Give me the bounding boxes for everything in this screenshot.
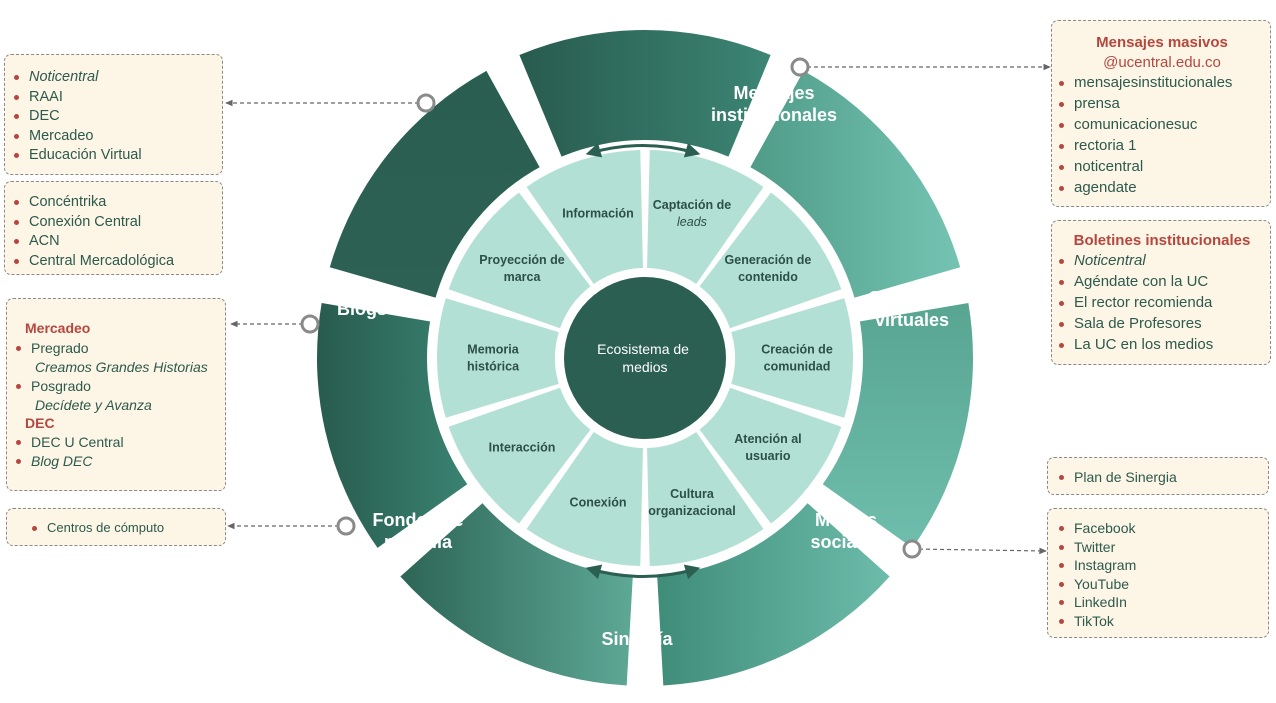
list-item: LinkedIn — [1054, 595, 1268, 609]
inner-segment-informacion — [526, 150, 643, 285]
list-item: agendate — [1054, 180, 1270, 195]
sinergia-box: Plan de Sinergia — [1047, 457, 1269, 495]
outer-segment-portal-web — [519, 29, 771, 161]
dec-title: DEC — [25, 415, 55, 431]
outer-segment-blogs — [329, 70, 542, 299]
inner-segment-interaccion — [448, 387, 591, 524]
center-label: Ecosistema de medios — [597, 341, 693, 375]
center-circle — [564, 277, 726, 439]
outer-ring: PortalwebMensajesinstitucionalesCarteler… — [317, 29, 973, 686]
connector-dots — [300, 57, 922, 559]
list-item: noticentral — [1054, 159, 1270, 174]
list-item: Blog DEC — [11, 454, 225, 468]
list-item: Centros de cómputo — [27, 521, 225, 534]
list-item: Facebook — [1054, 521, 1268, 535]
social-dot — [902, 539, 922, 559]
list-item: Noticentral — [1054, 253, 1270, 268]
list-item: ACN — [9, 234, 222, 249]
blogs-box: Mercadeo Pregrado Creamos Grandes Histor… — [6, 298, 226, 491]
list-item: comunicacionesuc — [1054, 117, 1270, 132]
blog-name: Decídete y Avanza — [35, 397, 152, 413]
inner-label-conexion: Conexión — [570, 496, 627, 510]
list-item: mensajesinstitucionales — [1054, 75, 1270, 90]
outer-segment-mensajes-institucionales — [748, 70, 961, 299]
inner-segment-atencion-al-usuario — [699, 387, 842, 524]
fondos-box: Centros de cómputo — [6, 508, 226, 546]
outer-label-sintopia: Sintopía — [602, 629, 674, 649]
list-item: DEC — [9, 109, 222, 124]
list-item: rectoria 1 — [1054, 138, 1270, 153]
list-item: Plan de Sinergia — [1054, 470, 1268, 484]
social-box: Facebook Twitter Instagram YouTube Linke… — [1047, 508, 1269, 638]
outer-segment-sintopia — [400, 500, 634, 686]
list-item: DEC U Central — [11, 435, 225, 449]
list-item: Twitter — [1054, 540, 1268, 554]
list-item: TikTok — [1054, 614, 1268, 628]
inner-segment-proyeccion-de-marca — [448, 192, 591, 329]
list-item: Mercadeo — [9, 128, 222, 144]
blogs-dot — [300, 314, 320, 334]
list-item: Sala de Profesores — [1054, 316, 1270, 331]
mensajes-box: Mensajes masivos @ucentral.edu.co mensaj… — [1051, 20, 1271, 207]
outer-segment-fondos-de-pantalla — [317, 302, 471, 548]
portal-sites-box: Noticentral RAAI DEC Mercadeo Educación … — [4, 54, 223, 175]
list-item: RAAI — [9, 89, 222, 105]
list-item: Pregrado — [11, 341, 225, 355]
boletines-box: Boletines institucionales Noticentral Ag… — [1051, 220, 1271, 365]
inner-label-informacion: Información — [562, 206, 634, 220]
fondos-dot — [336, 516, 356, 536]
inner-segment-cultura-organizacional — [647, 431, 764, 566]
list-item: Noticentral — [9, 70, 222, 85]
boletines-title: Boletines institucionales — [1073, 232, 1251, 249]
mercadeo-title: Mercadeo — [25, 320, 91, 336]
portal-publications-box: Concéntrika Conexión Central ACN Central… — [4, 181, 223, 275]
top-cycle-arrow — [585, 142, 701, 158]
inner-segment-creacion-de-comunidad — [731, 298, 853, 418]
inner-segment-conexion — [526, 431, 643, 566]
list-item: El rector recomienda — [1054, 295, 1270, 310]
list-item: Concéntrika — [9, 195, 222, 210]
outer-label-blogs: Blogs — [337, 299, 387, 319]
outer-segment-medios-sociales — [656, 500, 890, 686]
mensajes-domain: @ucentral.edu.co — [1103, 54, 1221, 71]
list-item: Conexión Central — [9, 214, 222, 230]
list-item: Educación Virtual — [9, 148, 222, 163]
social-connector — [911, 547, 1047, 555]
list-item: Posgrado — [11, 379, 225, 393]
inner-segment-captacion-de-leads — [647, 150, 764, 285]
inner-segment-generacion-de-contenido — [699, 192, 842, 329]
mensajes-dot — [790, 57, 810, 77]
outer-segment-carteleras-virtuales — [819, 302, 973, 548]
list-item: Central Mercadológica — [9, 253, 222, 269]
inner-segment-memoria-historica — [437, 298, 559, 418]
list-item: prensa — [1054, 96, 1270, 111]
list-item: YouTube — [1054, 577, 1268, 591]
list-item: La UC en los medios — [1054, 337, 1270, 352]
bottom-cycle-arrow — [585, 564, 701, 580]
portal-dot — [416, 93, 436, 113]
list-item: Instagram — [1054, 558, 1268, 572]
inner-label-interaccion: Interacción — [489, 440, 556, 454]
blog-name: Creamos Grandes Historias — [35, 359, 208, 375]
mensajes-title: Mensajes masivos — [1096, 34, 1228, 51]
list-item: Agéndate con la UC — [1054, 274, 1270, 289]
